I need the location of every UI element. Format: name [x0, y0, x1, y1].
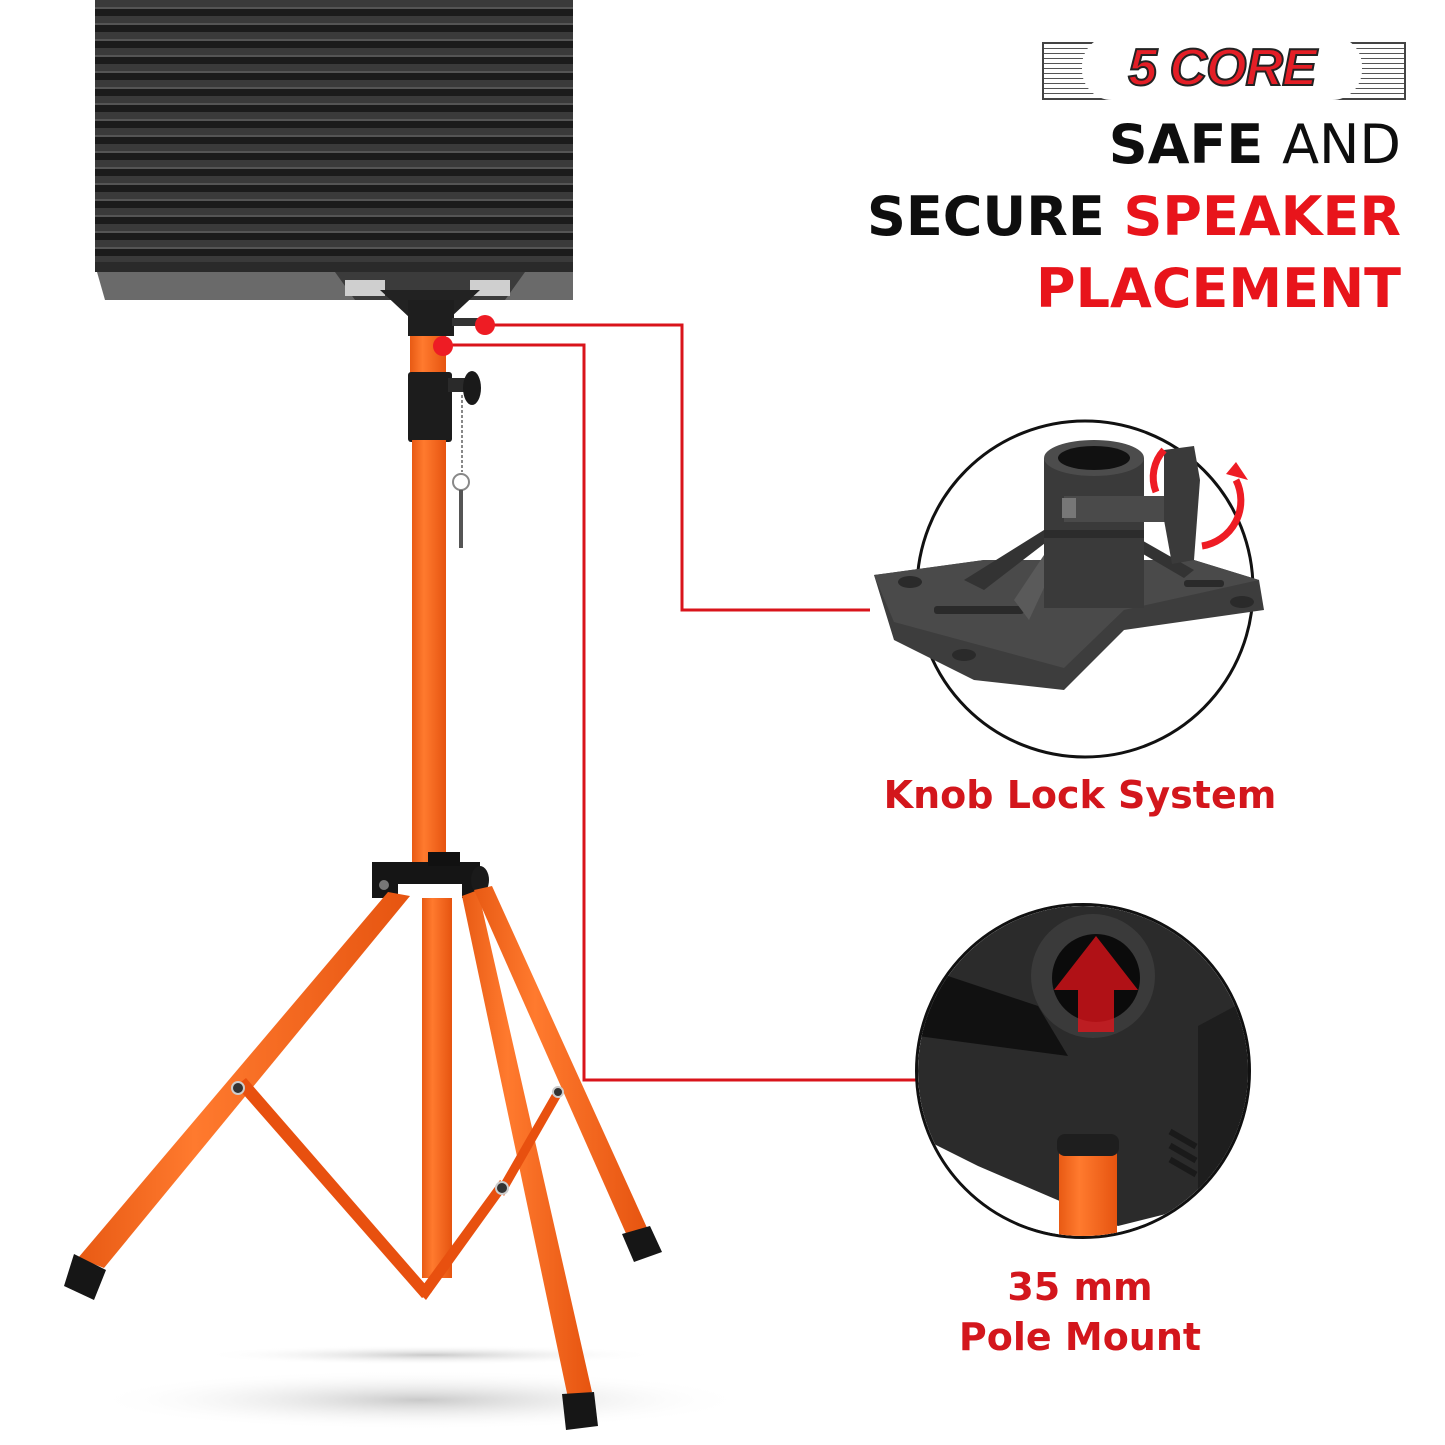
callout-dot-knob	[475, 315, 495, 335]
tripod-legs	[64, 886, 662, 1430]
pole-mount-caption: 35 mm Pole Mount	[930, 1262, 1230, 1362]
headline-word-placement: PLACEMENT	[1036, 257, 1401, 320]
headline-line-1: SAFE AND	[867, 118, 1401, 172]
headline-word-secure: SECURE	[866, 185, 1105, 248]
headline: SAFE AND SECURE SPEAKER PLACEMENT	[867, 118, 1401, 334]
knob-lock-label: Knob Lock System	[883, 773, 1277, 817]
pole-mount-label: Pole Mount	[958, 1315, 1202, 1360]
callout-leader-lines	[443, 323, 918, 1082]
callout-dot-pole	[433, 336, 453, 356]
logo-wordmark: 5 CORE	[1082, 36, 1362, 100]
brand-logo: 5 CORE	[1042, 36, 1406, 100]
pole-socket-image	[918, 906, 1248, 1236]
headline-line-2: SECURE SPEAKER	[867, 190, 1401, 244]
knob-lock-detail-circle	[874, 419, 1264, 759]
pole-size-label: 35 mm	[1007, 1265, 1153, 1309]
knob-lock-caption: Knob Lock System	[860, 770, 1300, 820]
speaker-cabinet	[95, 0, 573, 336]
logo-text: 5 CORE	[1127, 39, 1318, 97]
headline-word-safe: SAFE	[1108, 113, 1264, 176]
mount-bracket-image	[874, 419, 1264, 759]
headline-line-3: PLACEMENT	[867, 262, 1401, 316]
headline-word-speaker: SPEAKER	[1123, 185, 1401, 248]
pole-mount-detail-circle	[915, 903, 1251, 1239]
headline-word-and: AND	[1282, 113, 1401, 176]
